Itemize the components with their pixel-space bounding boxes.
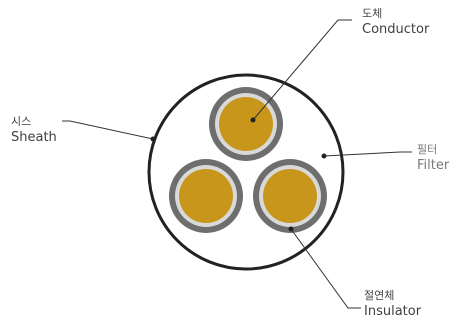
sheath-label: 시스 Sheath [11, 114, 57, 146]
conductor-label: 도체 Conductor [362, 6, 429, 38]
insulator-label-en: Insulator [364, 304, 422, 319]
filter-leader [321, 151, 412, 159]
filter-label-ko: 필터 [417, 143, 438, 156]
core-bottom-right [253, 159, 327, 233]
filter-label: 필터 Filter [417, 142, 449, 174]
insulator-label-ko: 절연체 [364, 289, 395, 302]
filter-label-en: Filter [417, 158, 450, 173]
conductor-leader [250, 19, 352, 123]
sheath-label-en: Sheath [11, 130, 57, 145]
core-top [209, 87, 283, 161]
insulator-leader [288, 226, 361, 309]
conductor-core [179, 169, 233, 223]
sheath-leader [62, 120, 156, 142]
sheath-label-ko: 시스 [11, 115, 32, 128]
conductor-core [219, 97, 273, 151]
insulator-label: 절연체 Insulator [364, 288, 421, 320]
conductor-label-en: Conductor [362, 22, 430, 37]
conductor-core [263, 169, 317, 223]
core-bottom-left [169, 159, 243, 233]
conductor-label-ko: 도체 [362, 7, 383, 20]
